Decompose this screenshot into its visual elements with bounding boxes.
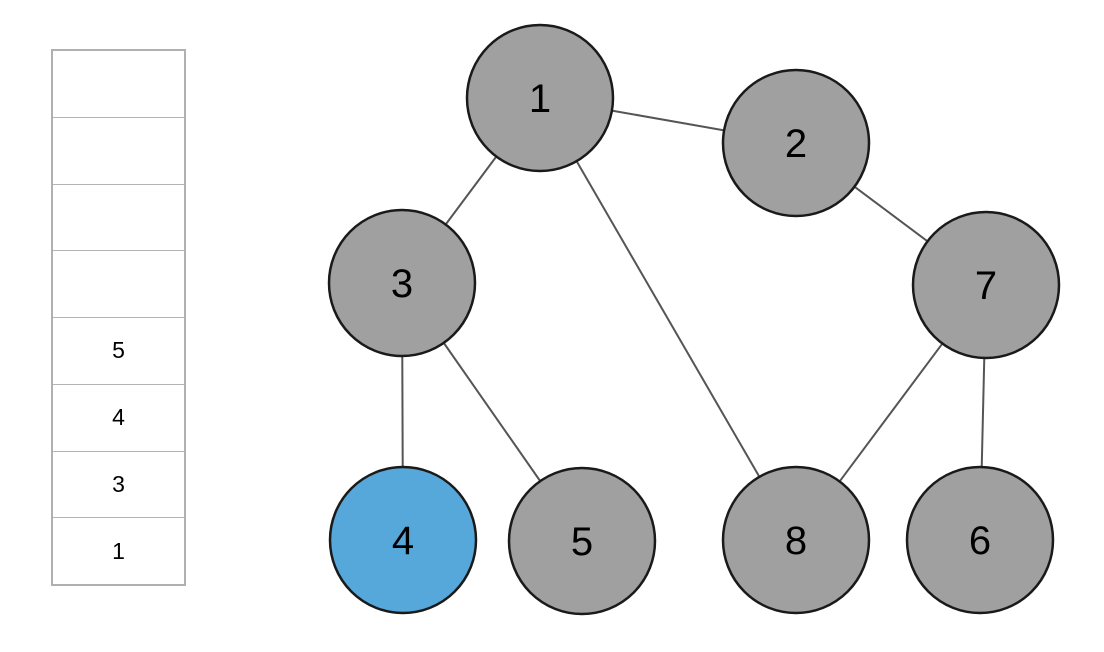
node-layer: 1 2 3 7 4 5 8 6	[327, 23, 1061, 616]
graph-node-2[interactable]: 2	[721, 68, 871, 218]
graph-node-8[interactable]: 8	[721, 465, 871, 615]
graph-node-3[interactable]: 3	[327, 208, 477, 358]
graph-node-4[interactable]: 4	[328, 465, 478, 615]
stack-cell-2[interactable]	[53, 185, 184, 252]
graph-node-6[interactable]: 6	[905, 465, 1055, 615]
graph-edge-3-5	[442, 342, 542, 482]
graph-node-label: 8	[785, 519, 807, 563]
stack-cell-7[interactable]: 1	[53, 518, 184, 584]
graph-node-label: 6	[969, 519, 991, 563]
stack-cell-0[interactable]	[53, 51, 184, 118]
graph-node-1[interactable]: 1	[465, 23, 615, 173]
graph-node-circle[interactable]	[911, 210, 1061, 360]
stack-cell-6[interactable]: 3	[53, 452, 184, 519]
graph-node-label: 1	[529, 77, 551, 121]
graph-edge-2-7	[853, 185, 929, 243]
graph-node-circle[interactable]	[721, 465, 871, 615]
graph-node-circle[interactable]	[507, 466, 657, 616]
graph-node-label: 5	[571, 520, 593, 564]
graph-node-5[interactable]: 5	[507, 466, 657, 616]
stack-cell-value: 3	[112, 470, 125, 497]
graph-edge-7-6	[980, 357, 986, 468]
graph-node-label: 7	[975, 264, 997, 308]
stack-cell-1[interactable]	[53, 118, 184, 185]
stack-cell-value: 1	[112, 537, 125, 564]
stack-cell-value: 5	[112, 337, 125, 364]
graph-edge-1-2	[611, 109, 725, 132]
graph-node-7[interactable]: 7	[911, 210, 1061, 360]
graph-edge-7-8	[838, 342, 944, 483]
stack-cell-3[interactable]	[53, 251, 184, 318]
stack-table: 5 4 3 1	[51, 49, 186, 586]
graph-node-label: 4	[392, 519, 414, 563]
stack-cell-5[interactable]: 4	[53, 385, 184, 452]
graph-node-label: 3	[391, 262, 413, 306]
graph-node-circle[interactable]	[328, 465, 478, 615]
graph-edge-1-3	[444, 155, 498, 226]
graph-node-circle[interactable]	[465, 23, 615, 173]
edge-layer	[401, 109, 986, 483]
graph-edge-1-8	[575, 160, 761, 478]
stack-cell-4[interactable]: 5	[53, 318, 184, 385]
graph-node-circle[interactable]	[327, 208, 477, 358]
graph-node-circle[interactable]	[905, 465, 1055, 615]
stack-cell-value: 4	[112, 404, 125, 431]
graph-node-label: 2	[785, 122, 807, 166]
graph-node-circle[interactable]	[721, 68, 871, 218]
